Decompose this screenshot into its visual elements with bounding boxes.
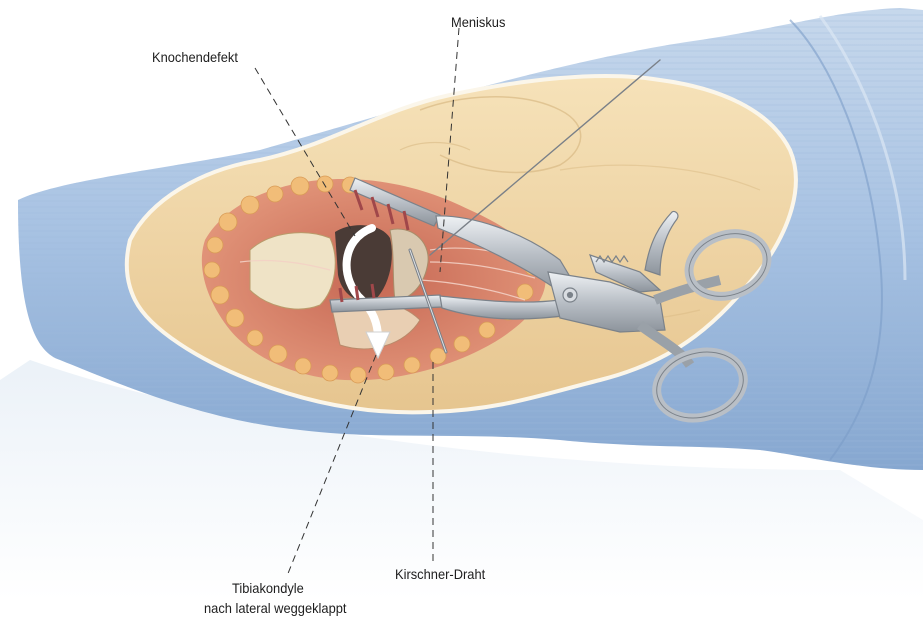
label-kirschner-draht: Kirschner-Draht bbox=[395, 566, 486, 582]
label-nach-lateral-weggeklappt: nach lateral weggeklappt bbox=[204, 600, 347, 616]
retractor bbox=[329, 177, 772, 423]
label-meniskus: Meniskus bbox=[451, 14, 506, 30]
tibia-condyle bbox=[249, 232, 336, 310]
label-knochendefekt: Knochendefekt bbox=[152, 49, 238, 65]
sheet bbox=[0, 360, 923, 600]
leader-knochendefekt bbox=[254, 67, 356, 237]
label-tibiakondyle: Tibiakondyle bbox=[232, 580, 304, 596]
leader-meniskus bbox=[439, 27, 460, 273]
leader-tibia bbox=[286, 354, 377, 577]
kirschner-wires bbox=[408, 59, 661, 354]
rotation-arrow bbox=[342, 224, 382, 342]
leader-lines bbox=[254, 27, 460, 577]
